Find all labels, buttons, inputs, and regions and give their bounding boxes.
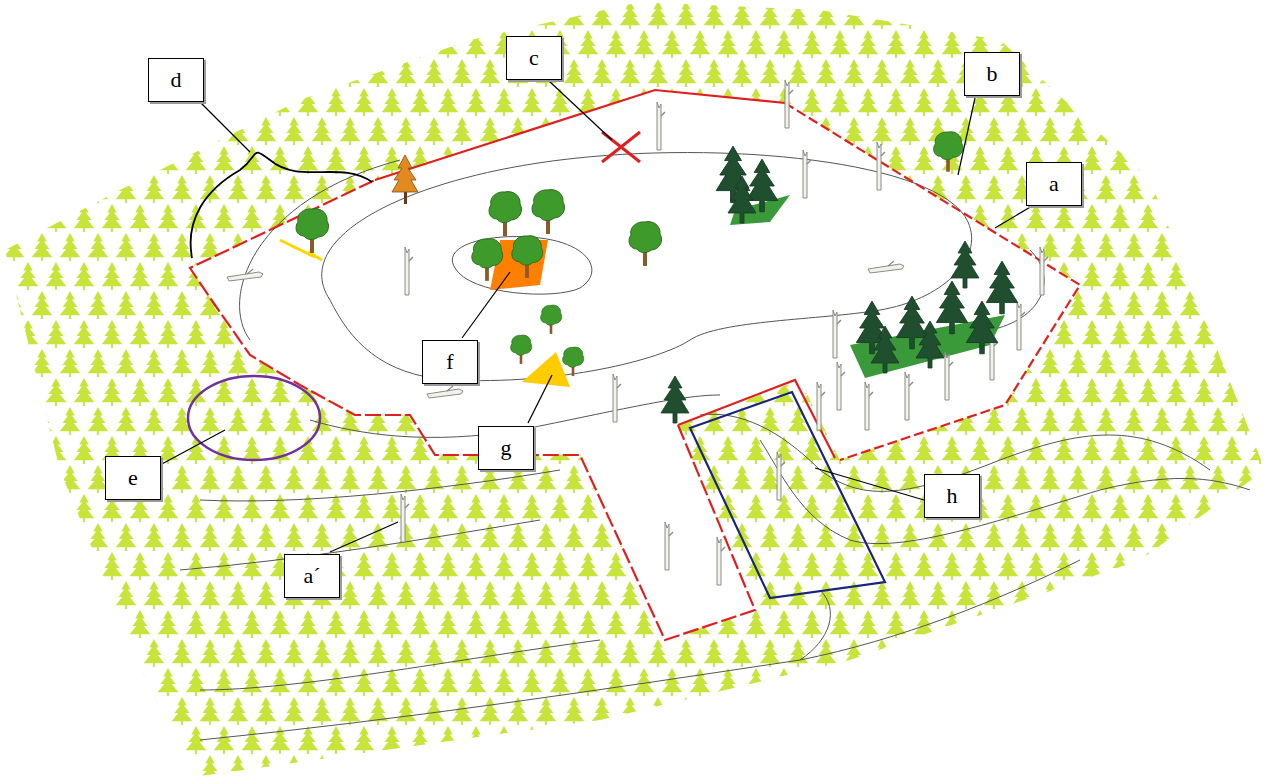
callout-box: e xyxy=(105,456,161,500)
callout-letter: f xyxy=(446,351,453,373)
callout-letter: a xyxy=(1049,173,1059,195)
callout-box: c xyxy=(506,36,562,80)
callout-box: a xyxy=(1026,162,1082,206)
callout-letter: c xyxy=(529,47,539,69)
callout-box: b xyxy=(964,52,1020,96)
callout-letter: d xyxy=(171,69,182,91)
callout-letter: g xyxy=(501,437,512,459)
callout-box: h xyxy=(924,474,980,518)
callout-box: f xyxy=(422,340,478,384)
callout-box: a´ xyxy=(284,554,340,598)
callout-letter: b xyxy=(987,63,998,85)
callout-letter: h xyxy=(947,485,958,507)
callout-letter: e xyxy=(128,467,138,489)
callout-box: d xyxy=(148,58,204,102)
callout-box: g xyxy=(478,426,534,470)
callout-letter: a´ xyxy=(303,565,320,587)
